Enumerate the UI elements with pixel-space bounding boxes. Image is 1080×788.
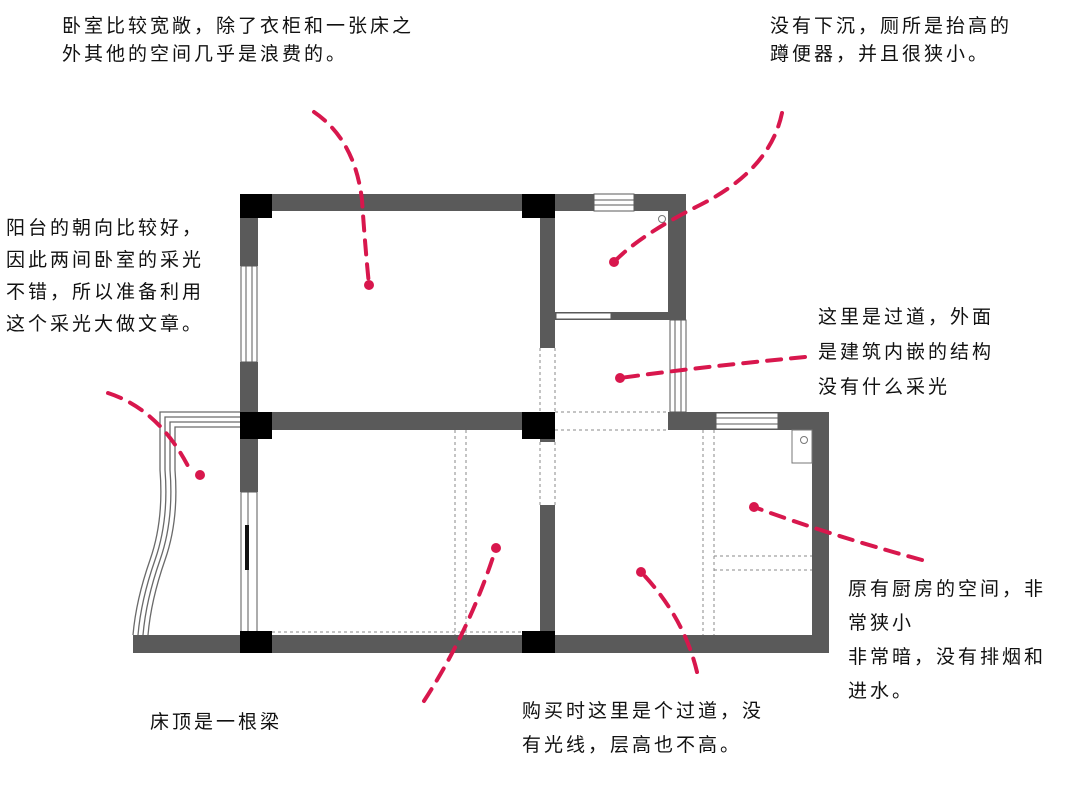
- dot-kitchen: [749, 502, 759, 512]
- pillar-bottom-center: [522, 631, 555, 653]
- window-bath-top: [593, 193, 635, 212]
- wall-top-left: [240, 194, 555, 211]
- balcony-outline: [132, 411, 240, 636]
- arrow-bedroom: [312, 110, 371, 287]
- arrow-kitchen: [752, 505, 924, 562]
- note-line: 不错，所以准备利用: [6, 281, 205, 303]
- note-line: 没有什么采光: [818, 376, 951, 398]
- dot-bathroom: [609, 257, 619, 267]
- note-balcony: 阳台的朝向比较好， 因此两间卧室的采光 不错，所以准备利用 这个采光大做文章。: [6, 212, 204, 340]
- pillar-mid-center: [522, 412, 555, 439]
- window-kitchen-top: [715, 412, 779, 430]
- window-bedroom-left: [240, 265, 258, 363]
- note-line: 是建筑内嵌的结构: [818, 341, 995, 363]
- note-bathroom: 没有下沉，厕所是抬高的 蹲便器，并且很狭小。: [770, 12, 1012, 68]
- toilet-drain: [658, 215, 666, 223]
- arrow-beam: [422, 546, 498, 703]
- annotation-dots: [195, 257, 759, 577]
- note-bedroom-top: 卧室比较宽敞，除了衣柜和一张床之 外其他的空间几乎是浪费的。: [62, 12, 414, 68]
- note-line: 蹲便器，并且很狭小。: [770, 43, 991, 65]
- dot-passage: [636, 567, 646, 577]
- wall-kitchen-right: [812, 412, 829, 653]
- pillar-top-left: [240, 194, 272, 218]
- wall-left-lower: [240, 428, 258, 492]
- wall-bottom: [133, 635, 829, 653]
- pillars: [240, 194, 555, 653]
- pillar-bottom-left: [240, 631, 272, 653]
- dashed-lines: [272, 348, 812, 635]
- kitchen-drain: [800, 436, 808, 444]
- note-beam: 床顶是一根梁: [150, 708, 282, 736]
- dot-corridor: [615, 373, 625, 383]
- wall-bath-right: [668, 194, 686, 320]
- note-line: 卧室比较宽敞，除了衣柜和一张床之: [62, 15, 415, 37]
- wall-center-lower: [540, 505, 555, 653]
- note-line: 常狭小: [848, 612, 915, 634]
- arrow-passage: [639, 570, 699, 674]
- note-line: 没有下沉，厕所是抬高的: [770, 15, 1013, 37]
- note-line: 床顶是一根梁: [150, 711, 283, 733]
- note-line: 这里是过道，外面: [818, 306, 995, 328]
- note-passage: 购买时这里是个过道，没 有光线，层高也不高。: [522, 694, 764, 762]
- dot-beam: [491, 543, 501, 553]
- note-line: 原有厨房的空间，非: [848, 578, 1047, 600]
- fixtures: [658, 215, 813, 464]
- note-line: 这个采光大做文章。: [6, 313, 205, 335]
- wall-center-upper: [540, 194, 555, 348]
- note-corridor: 这里是过道，外面 是建筑内嵌的结构 没有什么采光: [818, 300, 994, 405]
- note-line: 外其他的空间几乎是浪费的。: [62, 43, 349, 65]
- dot-balcony: [195, 470, 205, 480]
- wall-bath-bottom: [555, 312, 686, 320]
- pillar-top-center: [522, 194, 555, 218]
- note-line: 因此两间卧室的采光: [6, 249, 205, 271]
- windows: [240, 193, 779, 636]
- door-handle: [245, 525, 249, 570]
- window-corridor-right: [669, 319, 687, 413]
- note-kitchen: 原有厨房的空间，非 常狭小 非常暗，没有排烟和 进水。: [848, 572, 1046, 708]
- kitchen-sink: [791, 429, 813, 464]
- pillar-mid-left: [240, 412, 272, 439]
- note-line: 购买时这里是个过道，没: [522, 700, 765, 722]
- door-bath: [555, 312, 612, 320]
- note-line: 非常暗，没有排烟和: [848, 646, 1047, 668]
- annotation-arrows: [106, 110, 924, 703]
- note-line: 阳台的朝向比较好，: [6, 217, 205, 239]
- arrow-corridor: [618, 355, 807, 380]
- arrow-bathroom: [612, 111, 784, 264]
- note-line: 有光线，层高也不高。: [522, 734, 743, 756]
- dot-bedroom: [364, 280, 374, 290]
- wall-mid-horizontal: [240, 412, 555, 430]
- note-line: 进水。: [848, 680, 915, 702]
- arrow-balcony: [106, 391, 192, 472]
- wall-left-mid: [240, 362, 258, 414]
